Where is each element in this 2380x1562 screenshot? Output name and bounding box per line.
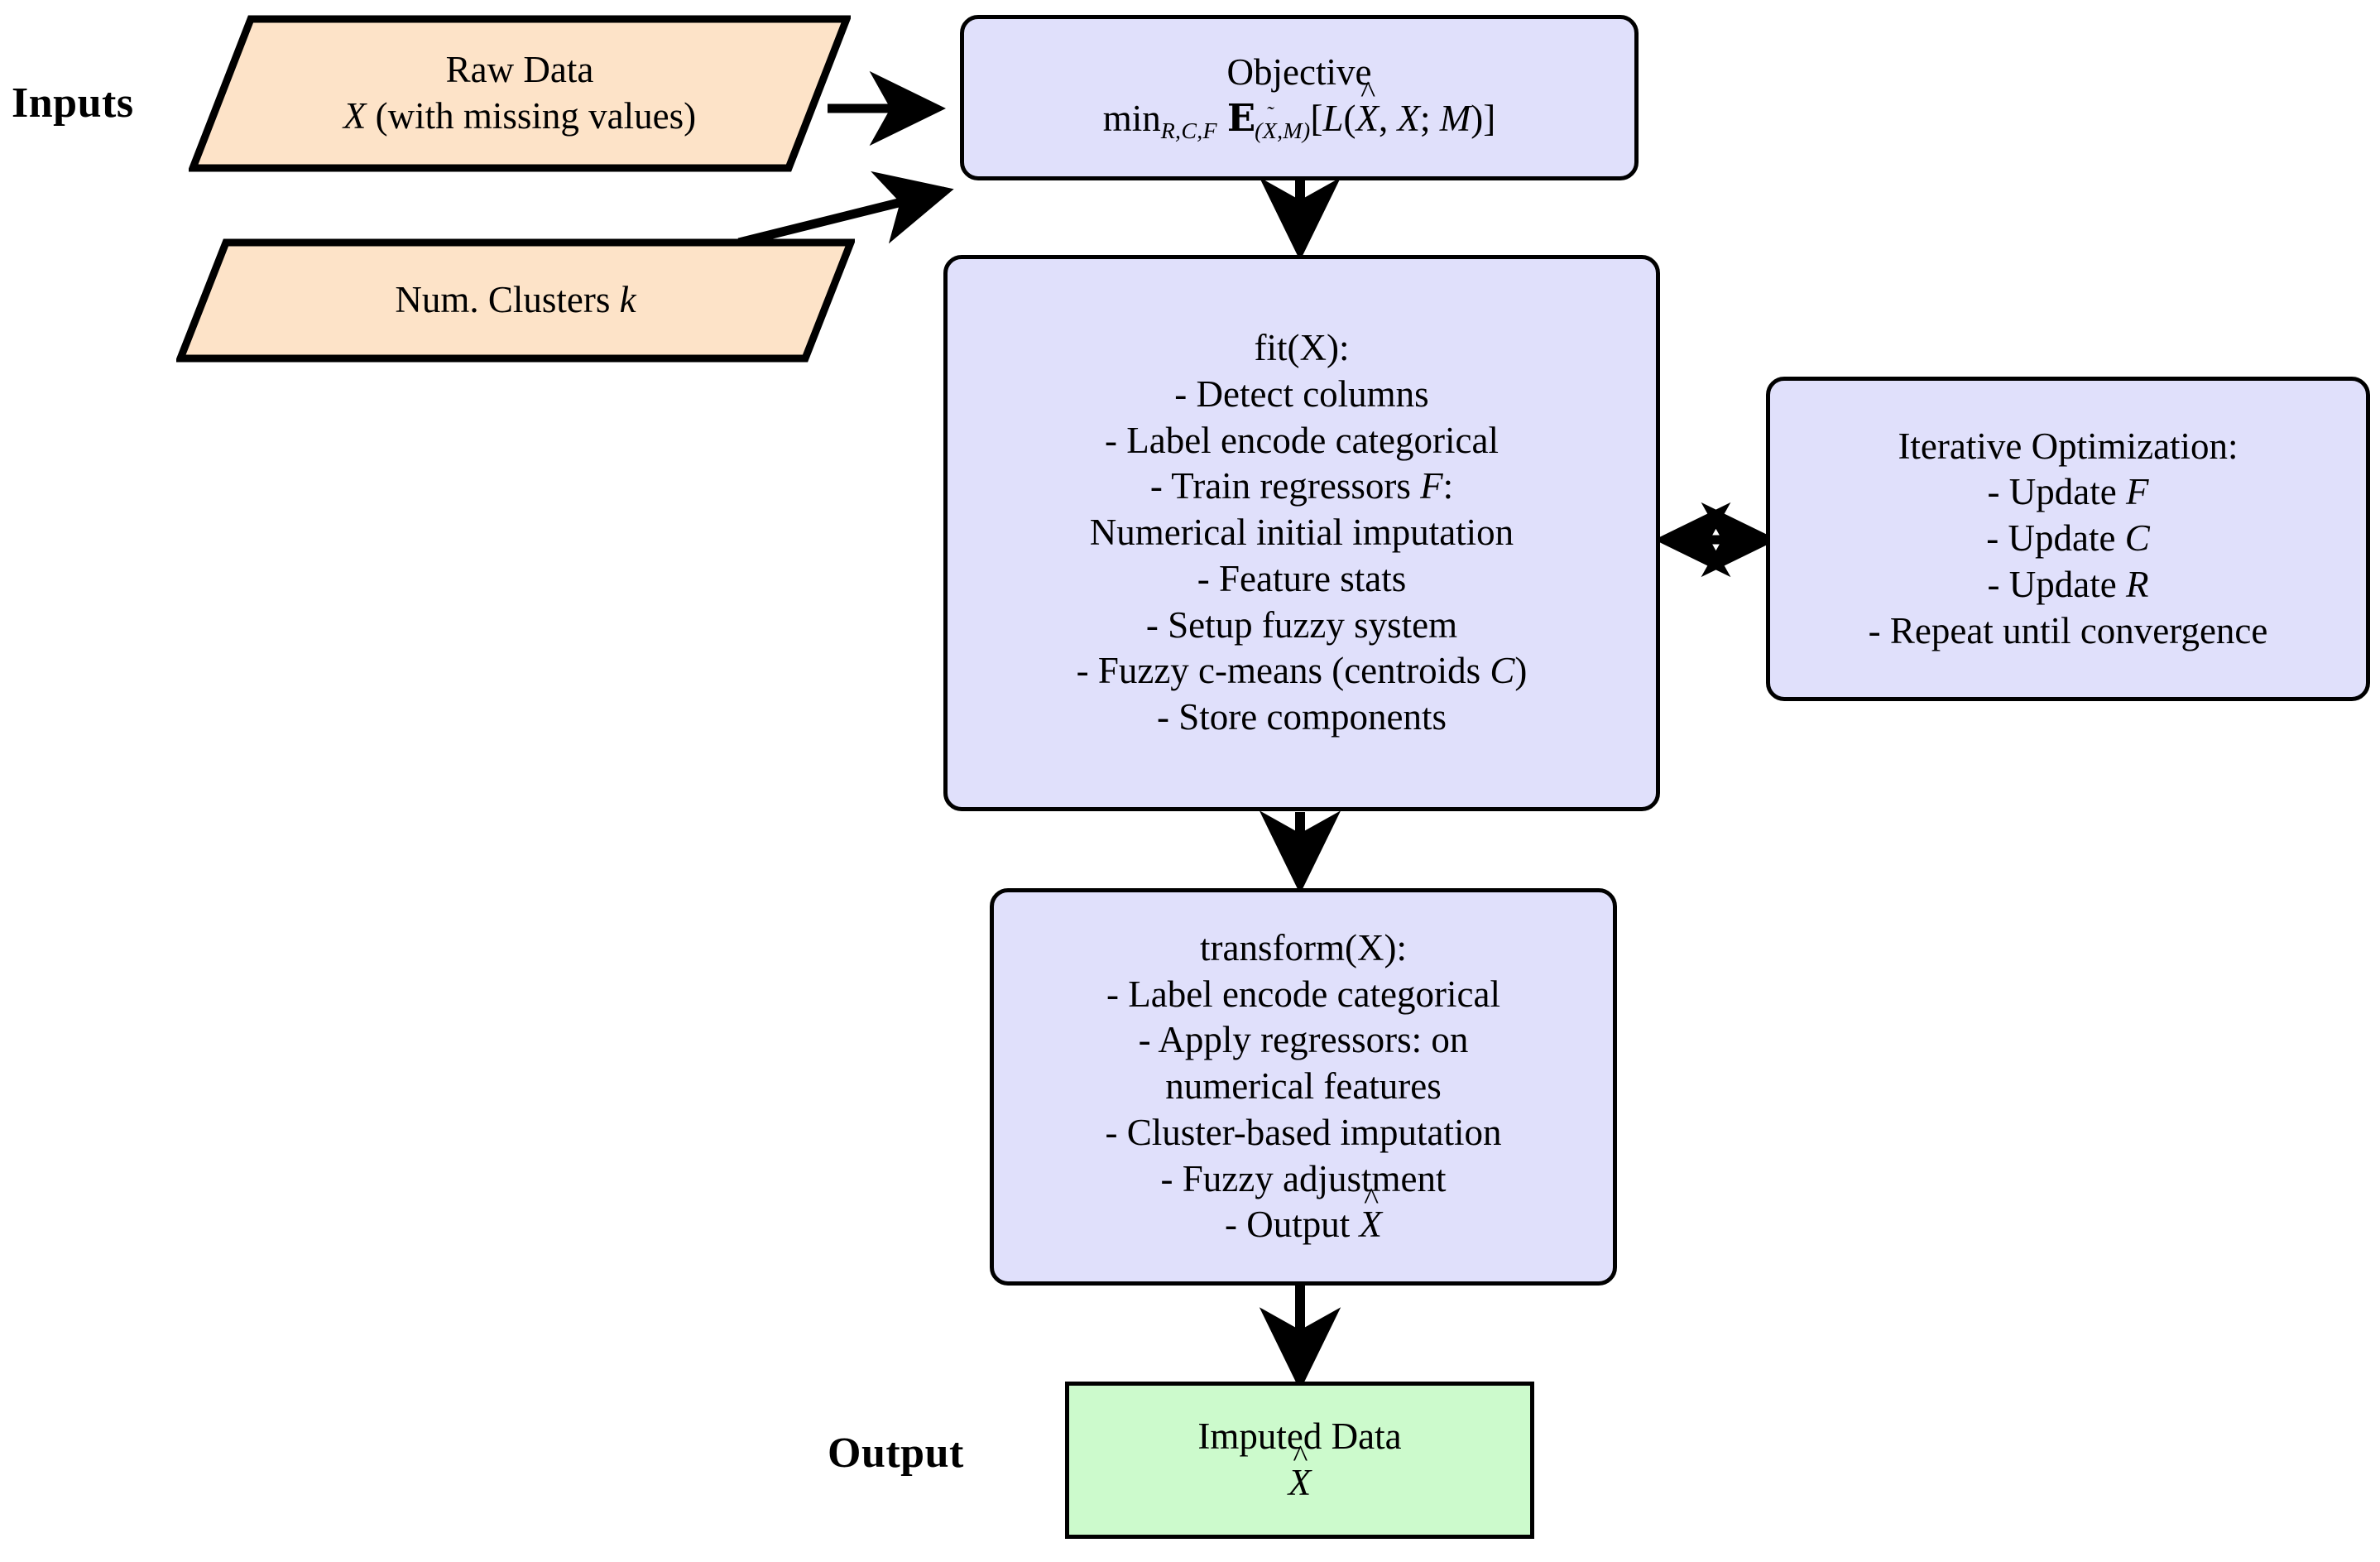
objective-bracket-close: ]: [1483, 97, 1496, 139]
fit-item-3: Numerical initial imputation: [1089, 512, 1514, 554]
node-iterative-optimization[interactable]: Iterative Optimization: - Update F - Upd…: [1766, 377, 2370, 701]
fit-item-4: - Feature stats: [1197, 557, 1407, 599]
num-clusters-shape: [176, 238, 855, 363]
objective-x: X: [1397, 97, 1421, 139]
transform-item-5: - Output ^X: [1225, 1181, 1382, 1246]
fit-item-5: - Setup fuzzy system: [1145, 603, 1458, 646]
objective-bracket-open: [: [1310, 97, 1323, 139]
node-fit[interactable]: fit(X): - Detect columns - Label encode …: [943, 255, 1660, 811]
fit-item-2: - Train regressors F:: [1149, 465, 1454, 507]
fit-item-6: - Fuzzy c-means (centroids C): [1076, 650, 1528, 692]
objective-expectation-subscript: (˜X,M): [1255, 103, 1311, 144]
node-transform[interactable]: transform(X): - Label encode categorical…: [990, 888, 1617, 1286]
objective-expectation: E: [1226, 95, 1255, 140]
node-objective[interactable]: Objective minR,C,F E(˜X,M)[L(^X, X; M)]: [960, 15, 1639, 180]
transform-item-4: - Fuzzy adjustment: [1160, 1157, 1447, 1199]
objective-loss-symbol: L: [1322, 97, 1344, 139]
fit-item-7: - Store components: [1157, 696, 1447, 738]
transform-item-3: - Cluster-based imputation: [1105, 1111, 1502, 1153]
objective-m: M: [1439, 97, 1471, 139]
iterative-item-1: - Update C: [1986, 517, 2150, 560]
output-label: Output: [828, 1430, 964, 1477]
iterative-item-2: - Update R: [1987, 563, 2149, 605]
raw-data-shape: [189, 15, 851, 172]
node-raw-data[interactable]: Raw Data X (with missing values): [189, 15, 851, 172]
hat-accent-icon: ^: [1292, 1439, 1306, 1475]
iterative-title: Iterative Optimization:: [1898, 425, 2238, 467]
objective-comma: ,: [1379, 97, 1398, 139]
transform-item-2: numerical features: [1165, 1065, 1442, 1108]
objective-semicolon: ;: [1420, 97, 1440, 139]
objective-paren-open: (: [1343, 97, 1356, 139]
transform-item-0: - Label encode categorical: [1106, 973, 1500, 1015]
transform-item-1: - Apply regressors: on: [1138, 1019, 1469, 1061]
hat-accent-icon: ^: [1360, 74, 1374, 110]
objective-formula: minR,C,F E(˜X,M)[L(^X, X; M)]: [1102, 74, 1496, 146]
fit-item-0: - Detect columns: [1174, 372, 1429, 415]
imputed-data-line2: ^X: [1288, 1439, 1312, 1507]
fit-title: fit(X):: [1254, 326, 1350, 368]
transform-title: transform(X):: [1200, 926, 1407, 968]
objective-paren-close: ): [1471, 97, 1484, 139]
inputs-label: Inputs: [12, 79, 134, 127]
imputed-data-line1: Imputed Data: [1197, 1415, 1402, 1458]
hat-accent-icon: ^: [1363, 1181, 1377, 1217]
node-num-clusters[interactable]: Num. Clusters k: [176, 238, 855, 363]
objective-xhat: ^X: [1356, 74, 1380, 139]
objective-min: min: [1102, 97, 1161, 139]
fit-item-1: - Label encode categorical: [1105, 419, 1499, 461]
edge-numclusters-objective: [737, 171, 954, 248]
objective-min-subscript: R,C,F: [1160, 118, 1217, 144]
objective-title: Objective: [1226, 51, 1372, 94]
iterative-item-3: - Repeat until convergence: [1868, 609, 2268, 651]
iterative-item-0: - Update F: [1987, 471, 2149, 513]
node-imputed-data[interactable]: Imputed Data ^X: [1065, 1382, 1534, 1539]
tilde-accent-icon: ˜: [1265, 103, 1274, 127]
imputed-data-variable: ^X: [1288, 1439, 1312, 1503]
